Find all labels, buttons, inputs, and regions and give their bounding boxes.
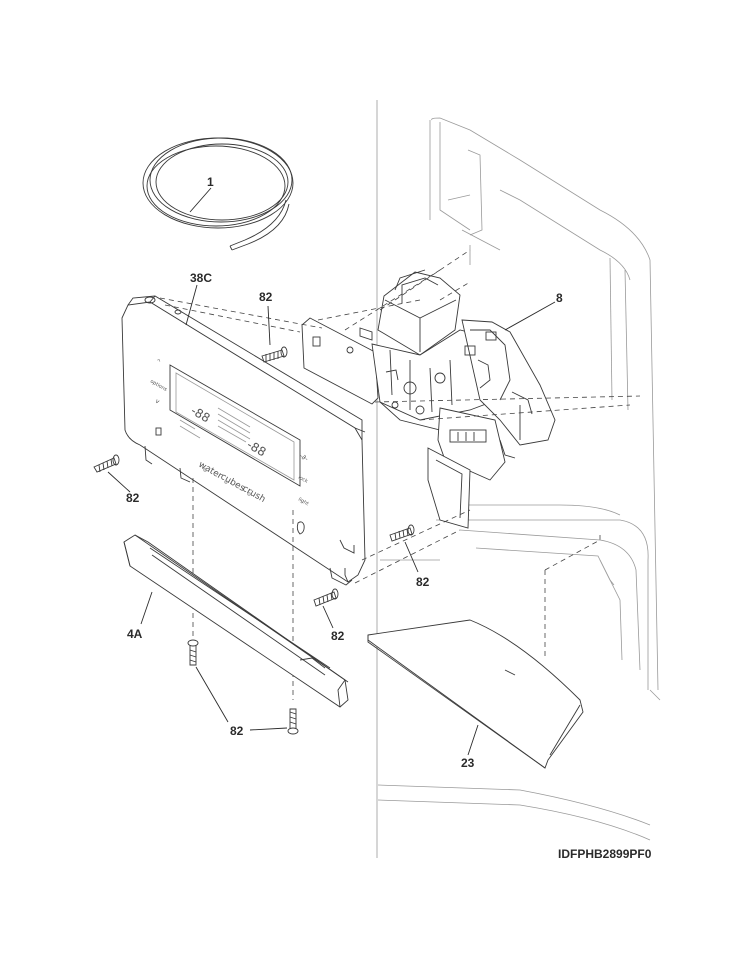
screw-panel-bottom	[313, 588, 339, 607]
leader-drip-tray	[467, 724, 479, 756]
filter-icon	[155, 427, 162, 436]
callout-screws-trim: 82	[230, 724, 244, 738]
screw-trim-right	[287, 708, 299, 735]
leader-tube	[189, 187, 212, 213]
screw-trim-left	[187, 639, 199, 666]
dispenser-housing-assembly	[301, 269, 556, 529]
leader-screw-top	[267, 305, 271, 346]
callout-dispenser-housing: 8	[556, 291, 563, 305]
leader-screw-panel-bottom	[322, 605, 334, 629]
callout-screw-panel-bottom: 82	[331, 629, 345, 643]
leader-control-panel	[185, 284, 198, 326]
callout-control-panel: 38C	[190, 271, 212, 285]
leader-screws-trim-a	[195, 666, 229, 723]
callout-tube: 1	[207, 175, 214, 189]
svg-text:light: light	[297, 497, 310, 508]
callout-trim: 4A	[127, 627, 143, 641]
drawing-id: IDFPHB2899PF0	[558, 847, 652, 861]
callout-screw-left: 82	[126, 491, 140, 505]
leader-screw-right	[404, 541, 419, 573]
callout-screw-top: 82	[259, 290, 273, 304]
svg-text:^: ^	[154, 358, 162, 367]
screw-top	[261, 346, 288, 363]
leader-screw-left	[107, 471, 131, 493]
leader-dispenser-housing	[504, 301, 556, 331]
leader-screws-trim-b	[249, 727, 288, 731]
svg-text:lock: lock	[297, 475, 309, 485]
alignment-lines	[159, 249, 641, 700]
control-panel: ^ options v -88 -88 -∂- lock light water…	[121, 295, 366, 586]
screw-left	[93, 454, 120, 473]
drip-tray	[367, 619, 584, 769]
water-tube-coil	[142, 137, 294, 251]
bulb-icon	[296, 521, 305, 535]
callout-screw-right: 82	[416, 575, 430, 589]
refrigerator-door-outline	[376, 100, 661, 858]
screw-right	[389, 524, 415, 542]
callout-drip-tray: 23	[461, 756, 475, 770]
svg-text:v: v	[154, 398, 161, 406]
svg-text:-∂-: -∂-	[298, 452, 310, 464]
leader-trim	[140, 591, 153, 625]
dispenser-trim	[123, 534, 349, 708]
